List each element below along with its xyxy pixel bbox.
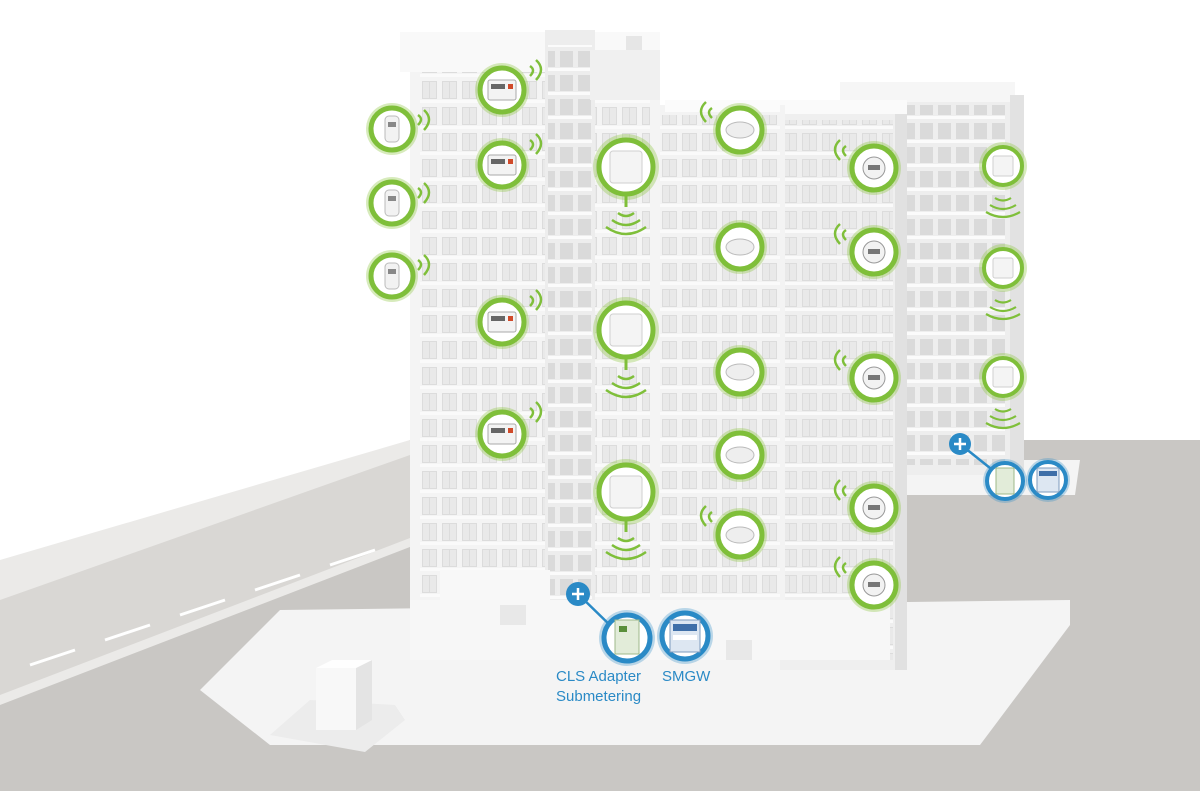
water-meter-icon bbox=[833, 223, 901, 279]
room-sensor-icon bbox=[593, 297, 659, 399]
plus-icon bbox=[949, 433, 971, 455]
road-edge bbox=[0, 515, 480, 705]
submetering-label: Submetering bbox=[556, 688, 642, 705]
room-sensor-icon bbox=[593, 459, 659, 561]
heat-cost-allocator-icon bbox=[366, 250, 431, 302]
smoke-detector-icon bbox=[699, 505, 767, 562]
smoke-detector-icon bbox=[699, 101, 767, 157]
cls-adapter-label: CLS Adapter bbox=[556, 668, 642, 685]
plus-icon bbox=[566, 582, 590, 606]
road-markings bbox=[29, 548, 376, 667]
smgw-label: SMGW bbox=[662, 668, 711, 685]
electricity-meter-icon bbox=[475, 133, 543, 192]
heat-cost-allocator-icon bbox=[366, 177, 431, 229]
base-steps bbox=[500, 605, 526, 625]
main-tower bbox=[400, 30, 660, 630]
smgw-icon bbox=[1026, 458, 1070, 502]
electricity-meter-icon bbox=[475, 59, 543, 117]
sidewalk bbox=[0, 440, 410, 600]
road bbox=[0, 450, 470, 700]
room-sensor-icon bbox=[593, 134, 659, 236]
water-meter-icon bbox=[833, 349, 901, 405]
cls-adapter-icon bbox=[599, 610, 655, 666]
water-meter-icon bbox=[833, 556, 901, 612]
room-sensor-icon bbox=[979, 353, 1027, 430]
room-sensor-icon bbox=[979, 244, 1027, 321]
utility-box bbox=[270, 660, 405, 752]
water-meter-icon bbox=[833, 479, 901, 535]
water-meter-icon bbox=[833, 139, 901, 195]
electricity-meter-icon bbox=[475, 401, 543, 461]
heat-cost-allocator-icon bbox=[366, 103, 431, 155]
smoke-detector-icon bbox=[713, 345, 767, 399]
smgw-icon bbox=[657, 608, 713, 664]
cls-adapter-icon bbox=[983, 459, 1027, 503]
smoke-detector-icon bbox=[713, 428, 767, 482]
base-steps bbox=[726, 640, 752, 660]
smoke-detector-icon bbox=[713, 220, 767, 274]
electricity-meter-icon bbox=[475, 289, 543, 349]
room-sensor-icon bbox=[979, 142, 1027, 219]
